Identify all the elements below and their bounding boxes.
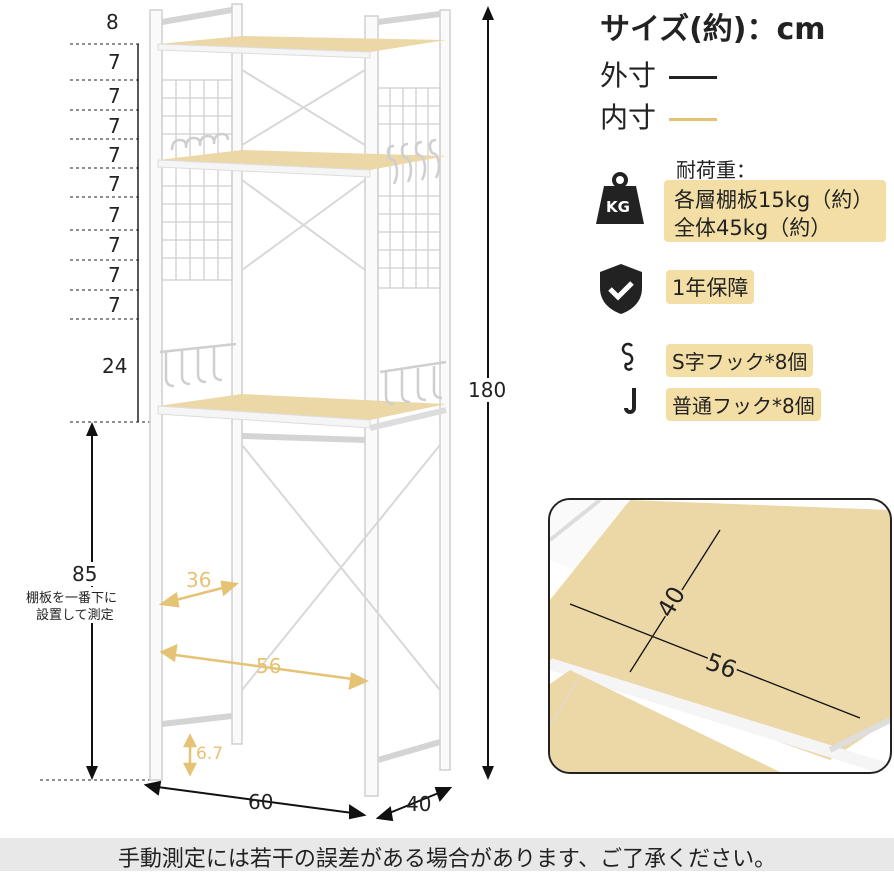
legend-inner-label: 内寸: [600, 101, 657, 134]
shelf-detail-inset: 40 56: [548, 498, 892, 774]
legend-inner: 内寸: [600, 96, 717, 136]
legend-outer-label: 外寸: [600, 59, 657, 92]
mesh-left: [161, 79, 233, 281]
shelf-middle: [157, 150, 446, 178]
legend-outer: 外寸: [600, 54, 717, 94]
dim-clearance: 85: [72, 562, 98, 586]
shelf-detail-drawing: [550, 500, 890, 772]
warranty-tag: 1年保障: [666, 270, 755, 304]
dim-gap-3: 7: [108, 114, 121, 138]
inner-arrows: [158, 580, 369, 777]
load-title: 耐荷重：: [676, 158, 756, 182]
load-line-1: 各層棚板15kg（約）: [674, 188, 874, 212]
weight-icon-label: KG: [606, 198, 630, 216]
dimension-ticks: [40, 43, 160, 781]
footer-bar: 手動測定には若干の誤差がある場合があります、ご了承ください。: [0, 838, 894, 872]
clearance-note-2: 設置して測定: [36, 604, 114, 623]
clearance-note-1: 棚板を一番下に: [26, 587, 118, 606]
dim-gap-4: 7: [108, 143, 121, 167]
dim-outer-depth: 40: [406, 792, 432, 816]
dim-gap-1: 7: [108, 50, 121, 74]
hook-icon: [620, 386, 640, 420]
load-line-2: 全体45kg（約）: [674, 216, 832, 240]
dim-gap-5: 7: [108, 172, 121, 196]
s-hook-tag: S字フック*8個: [666, 344, 814, 377]
footer-note: 手動測定には若干の誤差がある場合があります、ご了承ください。: [117, 847, 777, 872]
dim-top: 8: [106, 10, 119, 34]
dim-gap-24: 24: [102, 354, 128, 378]
shield-icon: [596, 262, 646, 320]
dim-outer-width: 60: [248, 790, 274, 814]
legend-title: サイズ(約)：cm: [600, 12, 826, 47]
shelf-top: [157, 36, 446, 59]
dim-gap-2: 7: [108, 84, 121, 108]
dim-inner-depth: 36: [186, 568, 212, 592]
mesh-right: [377, 87, 441, 289]
dim-gap-6: 7: [108, 203, 121, 227]
dim-gap-8: 7: [108, 263, 121, 287]
outer-arrows: [143, 780, 453, 822]
legend-outer-swatch: [668, 75, 717, 79]
dim-gap-9: 7: [108, 293, 121, 317]
dim-foot: 6.7: [196, 744, 224, 764]
legend-inner-swatch: [668, 117, 717, 121]
dim-height: 180: [468, 378, 507, 402]
shelf-bottom: [157, 394, 447, 431]
s-hook-icon: [620, 342, 640, 376]
dim-gap-7: 7: [108, 233, 121, 257]
load-box: [664, 180, 886, 242]
hooks: [159, 132, 447, 406]
weight-icon: KG: [596, 172, 644, 228]
hook-tag: 普通フック*8個: [666, 388, 821, 421]
dim-inner-width: 56: [256, 654, 282, 678]
